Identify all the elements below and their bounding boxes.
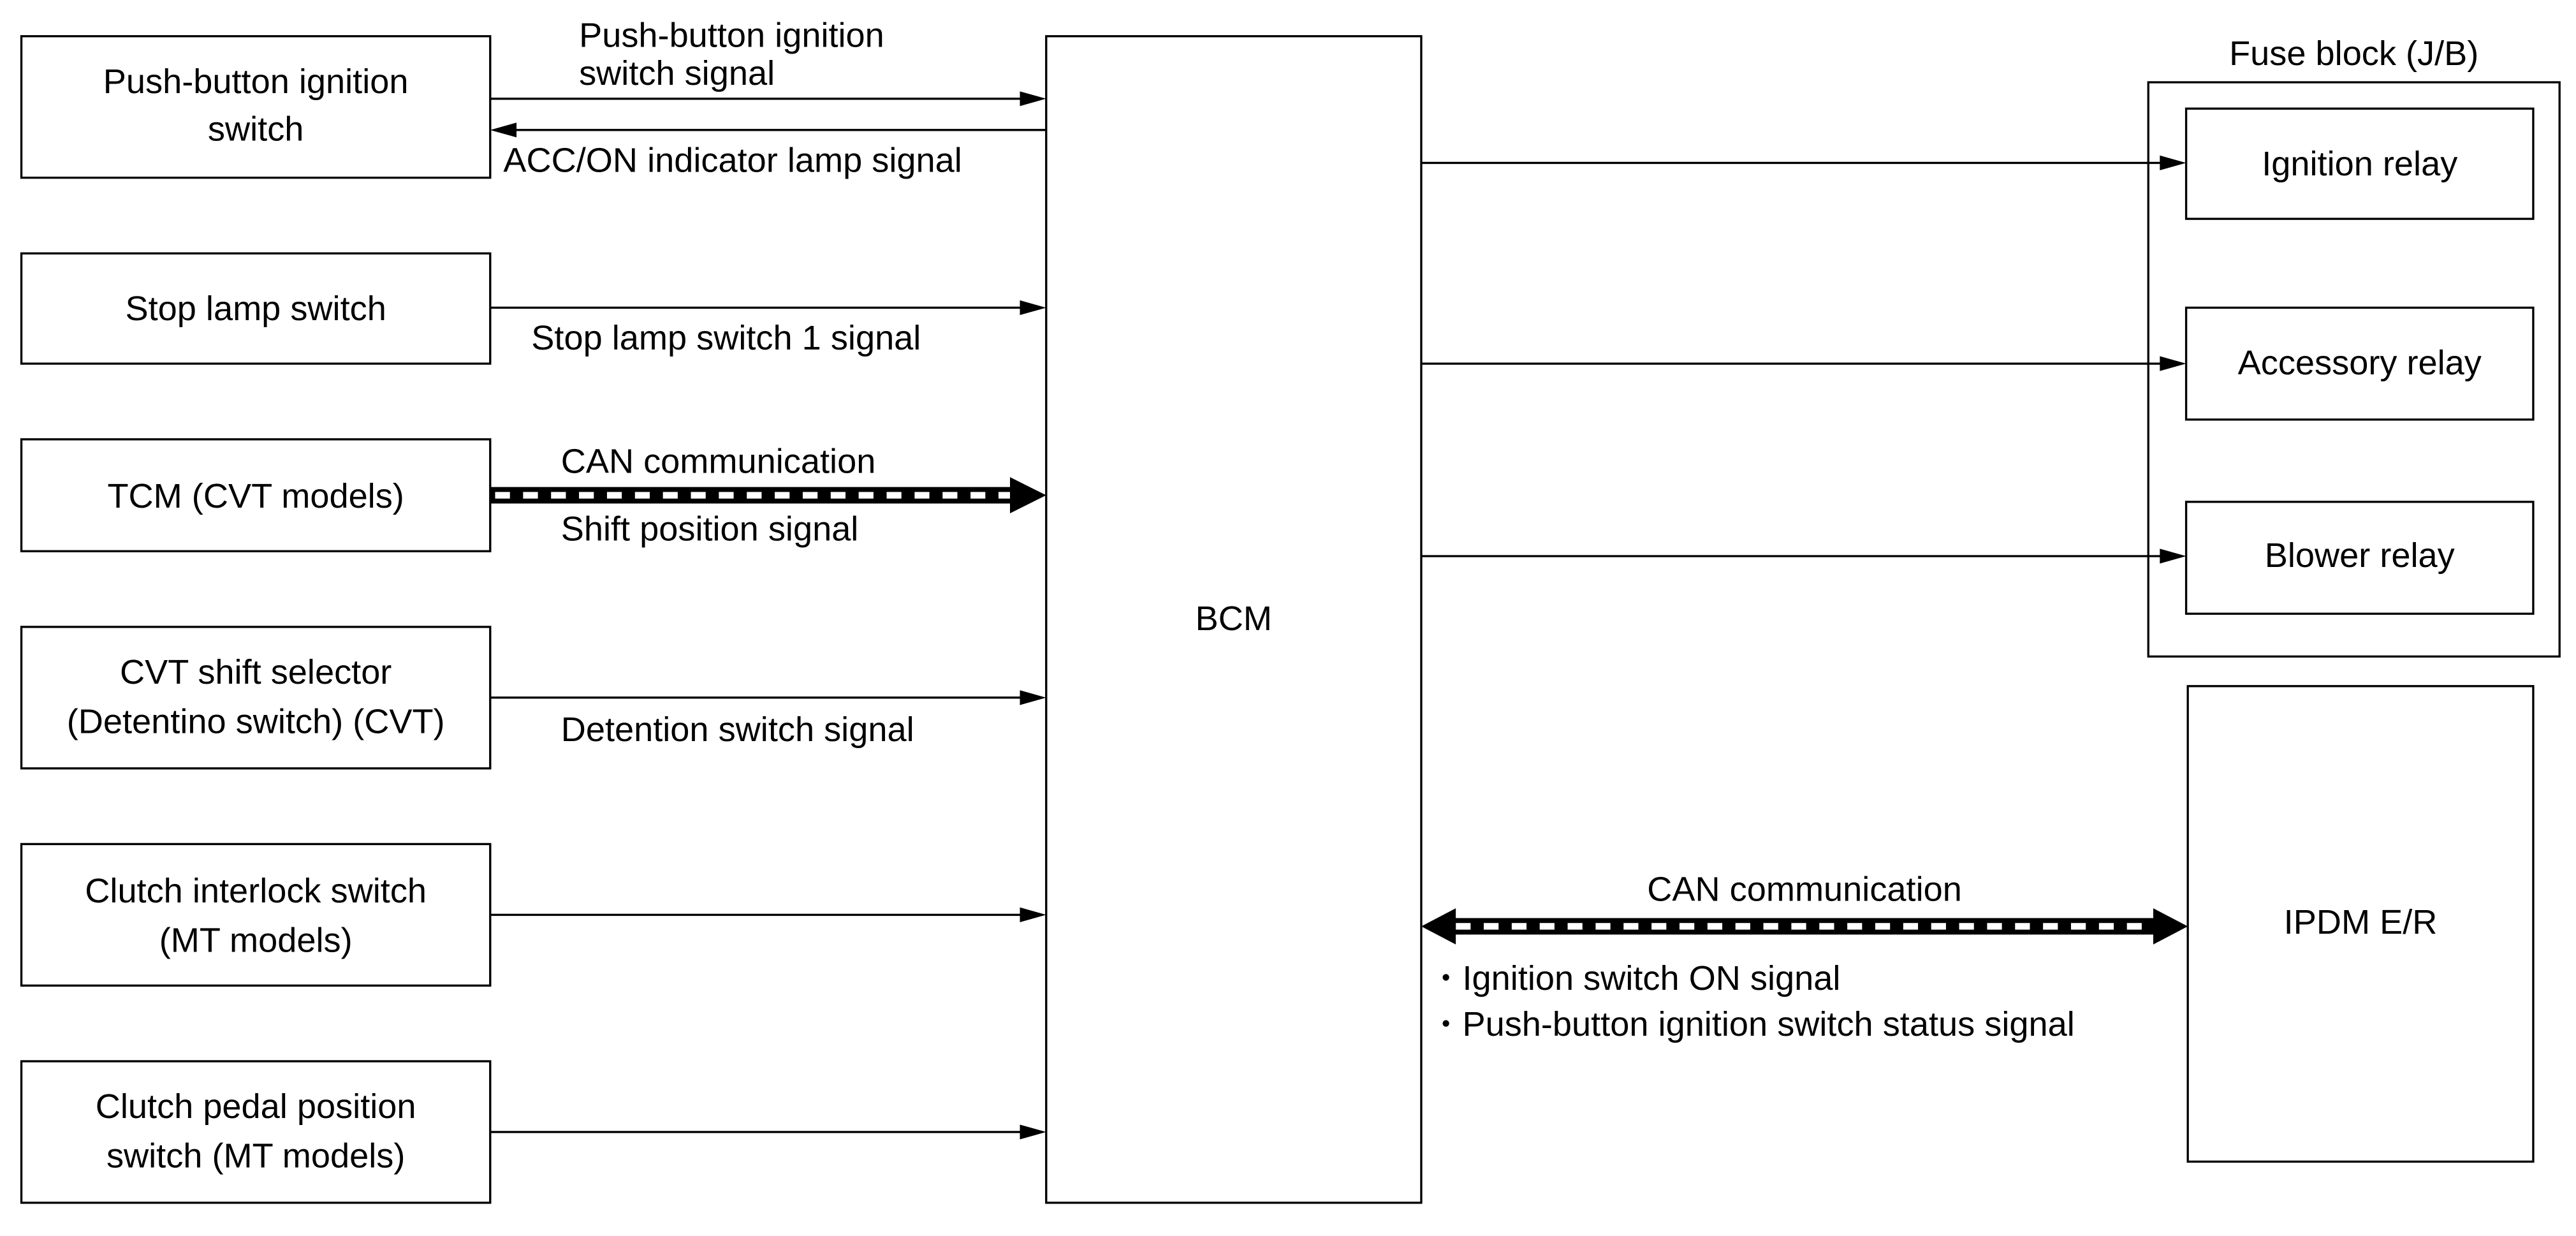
box-label: (Detentino switch) (CVT) bbox=[67, 702, 445, 740]
arrowhead bbox=[2160, 356, 2186, 371]
can-signal-item: Push-button ignition switch status signa… bbox=[1462, 1005, 2074, 1043]
arrowhead-right bbox=[2153, 908, 2188, 945]
arrowhead bbox=[1020, 91, 1046, 107]
input-tcm: TCM (CVT models) bbox=[20, 438, 492, 552]
signal-label: ACC/ON indicator lamp signal bbox=[503, 142, 962, 180]
fuse-block-title: Fuse block (J/B) bbox=[2229, 34, 2478, 73]
signal-label: Shift position signal bbox=[561, 510, 859, 548]
input-push-button-ignition-switch: Push-button ignition switch bbox=[20, 35, 492, 179]
arrow-clutch-interlock-switch bbox=[490, 907, 1046, 923]
arrow-bcm-to-ignition-relay bbox=[1421, 155, 2186, 171]
arrowhead bbox=[2160, 155, 2186, 171]
arrowhead-left bbox=[1421, 908, 1456, 945]
accessory-relay: Accessory relay bbox=[2184, 306, 2535, 421]
bullet-icon bbox=[1442, 1020, 1449, 1027]
arrowhead bbox=[490, 122, 517, 138]
arrow-stop-lamp-switch-signal: Stop lamp switch 1 signal bbox=[490, 300, 1046, 357]
relay-box bbox=[2184, 501, 2535, 615]
blower-relay: Blower relay bbox=[2184, 501, 2535, 615]
relay-box bbox=[2184, 306, 2535, 421]
bcm-module: BCM bbox=[1045, 35, 1423, 1204]
arrow-clutch-pedal-position-switch bbox=[490, 1124, 1046, 1140]
bcm-label: BCM bbox=[1196, 600, 1272, 638]
arrow-detention-switch-signal: Detention switch signal bbox=[490, 690, 1046, 749]
can-signal-item: Ignition switch ON signal bbox=[1462, 959, 1840, 997]
relay-label: Ignition relay bbox=[2262, 145, 2457, 183]
box-label: TCM (CVT models) bbox=[107, 477, 404, 515]
relay-label: Blower relay bbox=[2265, 536, 2455, 575]
box-outline bbox=[20, 438, 492, 552]
arrow-push-button-ignition-switch-signal: Push-button ignition switch signal bbox=[490, 17, 1046, 107]
input-cvt-shift-selector: CVT shift selector (Detentino switch) (C… bbox=[20, 626, 492, 770]
box-label: Clutch pedal position bbox=[96, 1087, 416, 1126]
signal-label: Push-button ignition bbox=[579, 17, 884, 55]
box-outline bbox=[20, 1060, 492, 1204]
box-label: Clutch interlock switch bbox=[85, 872, 427, 910]
arrowhead bbox=[1020, 300, 1046, 316]
arrowhead bbox=[1020, 690, 1046, 705]
input-stop-lamp-switch: Stop lamp switch bbox=[20, 252, 492, 365]
arrow-bcm-to-accessory-relay bbox=[1421, 356, 2186, 371]
box-outline bbox=[20, 35, 492, 179]
box-outline bbox=[20, 626, 492, 770]
signal-label: Stop lamp switch 1 signal bbox=[531, 319, 921, 357]
input-clutch-interlock-switch: Clutch interlock switch (MT models) bbox=[20, 842, 492, 987]
can-label: CAN communication bbox=[1647, 870, 1962, 908]
signal-label: switch signal bbox=[579, 54, 775, 92]
ignition-relay: Ignition relay bbox=[2184, 107, 2535, 220]
relay-box bbox=[2184, 107, 2535, 220]
arrowhead bbox=[1010, 477, 1046, 513]
arrow-bcm-to-blower-relay bbox=[1421, 548, 2186, 564]
box-label: switch (MT models) bbox=[106, 1137, 405, 1175]
box-label: Stop lamp switch bbox=[125, 290, 386, 328]
box-label: (MT models) bbox=[159, 921, 353, 959]
relay-label: Accessory relay bbox=[2238, 344, 2482, 382]
bullet-icon bbox=[1442, 974, 1449, 981]
ipdm-label: IPDM E/R bbox=[2284, 903, 2438, 941]
can-link-bcm-ipdm: CAN communication Ignition switch ON sig… bbox=[1421, 870, 2188, 1043]
input-clutch-pedal-position-switch: Clutch pedal position switch (MT models) bbox=[20, 1060, 492, 1204]
ipdm-box bbox=[2186, 685, 2535, 1163]
arrowhead bbox=[2160, 548, 2186, 564]
bcm-box bbox=[1045, 35, 1423, 1204]
box-label: switch bbox=[208, 110, 304, 149]
box-outline bbox=[20, 842, 492, 987]
arrow-acc-on-indicator-lamp-signal: ACC/ON indicator lamp signal bbox=[490, 122, 1046, 180]
signal-label: Detention switch signal bbox=[561, 710, 914, 749]
arrowhead bbox=[1020, 1124, 1046, 1140]
box-outline bbox=[20, 252, 492, 365]
arrowhead bbox=[1020, 907, 1046, 923]
box-label: CVT shift selector bbox=[120, 653, 392, 691]
box-label: Push-button ignition bbox=[103, 63, 409, 101]
ipdm-module: IPDM E/R bbox=[2186, 685, 2535, 1163]
can-link-tcm-to-bcm: CAN communication Shift position signal bbox=[490, 443, 1046, 548]
fuse-block: Fuse block (J/B) Ignition relay Accessor… bbox=[2147, 34, 2561, 658]
signal-label: CAN communication bbox=[561, 443, 876, 481]
